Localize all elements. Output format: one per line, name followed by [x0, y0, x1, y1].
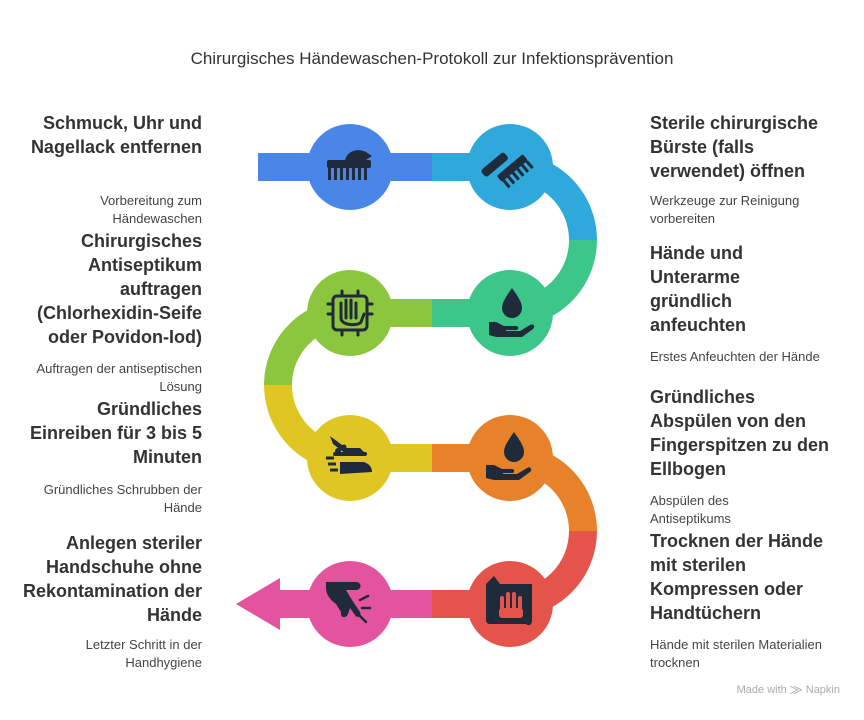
step-1-description: Vorbereitung zum Händewaschen	[100, 193, 202, 226]
step-6-description: Gründliches Schrubben der Hände	[43, 482, 202, 515]
made-with-label: Made with	[736, 684, 787, 696]
step-4-title: Chirurgisches Antiseptikum auftragen (Ch…	[36, 231, 202, 347]
towel-hand-icon	[486, 576, 532, 626]
step-2-description: Werkzeuge zur Reinigung vorbereiten	[650, 193, 800, 226]
scrub-brush-icon	[481, 152, 534, 189]
step-5-node	[467, 415, 553, 501]
step-3-node	[467, 270, 553, 356]
rinse-drop-icon	[486, 432, 532, 480]
step-7-description: Hände mit sterilen Materialien trocknen	[650, 637, 822, 670]
step-8-description: Letzter Schritt in der Handhygiene	[85, 637, 202, 670]
step-2-node	[467, 124, 553, 210]
step-8-node	[307, 561, 393, 647]
water-drop-hand-icon	[489, 288, 535, 337]
step-7-title: Trocknen der Hände mit sterilen Kompress…	[650, 531, 824, 623]
step-6-title: Gründliches Einreiben für 3 bis 5 Minute…	[29, 399, 202, 467]
page-title: Chirurgisches Händewaschen-Protokoll zur…	[190, 49, 674, 68]
step-8-title: Anlegen steriler Handschuhe ohne Rekonta…	[22, 533, 202, 625]
step-5-description: Abspülen des Antiseptikums	[650, 493, 731, 526]
hand-antiseptic-icon	[326, 289, 374, 337]
step-3-title: Hände und Unterarme gründlich anfeuchten	[650, 243, 747, 335]
step-6-node	[307, 415, 393, 501]
step-7-node	[467, 561, 553, 647]
brand-name: Napkin	[805, 684, 840, 696]
step-3-description: Erstes Anfeuchten der Hände	[650, 349, 820, 364]
made-with-badge: Made with ⨠ Napkin	[737, 684, 840, 697]
napkin-logo-icon: ⨠	[789, 684, 803, 696]
step-4-node	[307, 270, 393, 356]
scrubbing-hands-icon	[326, 436, 372, 474]
step-2-title: Sterile chirurgische Bürste (falls verwe…	[650, 113, 819, 181]
glove-hand-icon	[326, 582, 372, 624]
flow-path	[258, 153, 597, 618]
end-arrow	[236, 578, 280, 630]
comb-brush-icon	[327, 150, 372, 180]
step-4-description: Auftragen der antiseptischen Lösung	[36, 361, 203, 394]
step-1-node	[307, 124, 393, 210]
step-5-title: Gründliches Abspülen von den Fingerspitz…	[650, 387, 830, 479]
step-1-title: Schmuck, Uhr und Nagellack entfernen	[30, 113, 202, 157]
